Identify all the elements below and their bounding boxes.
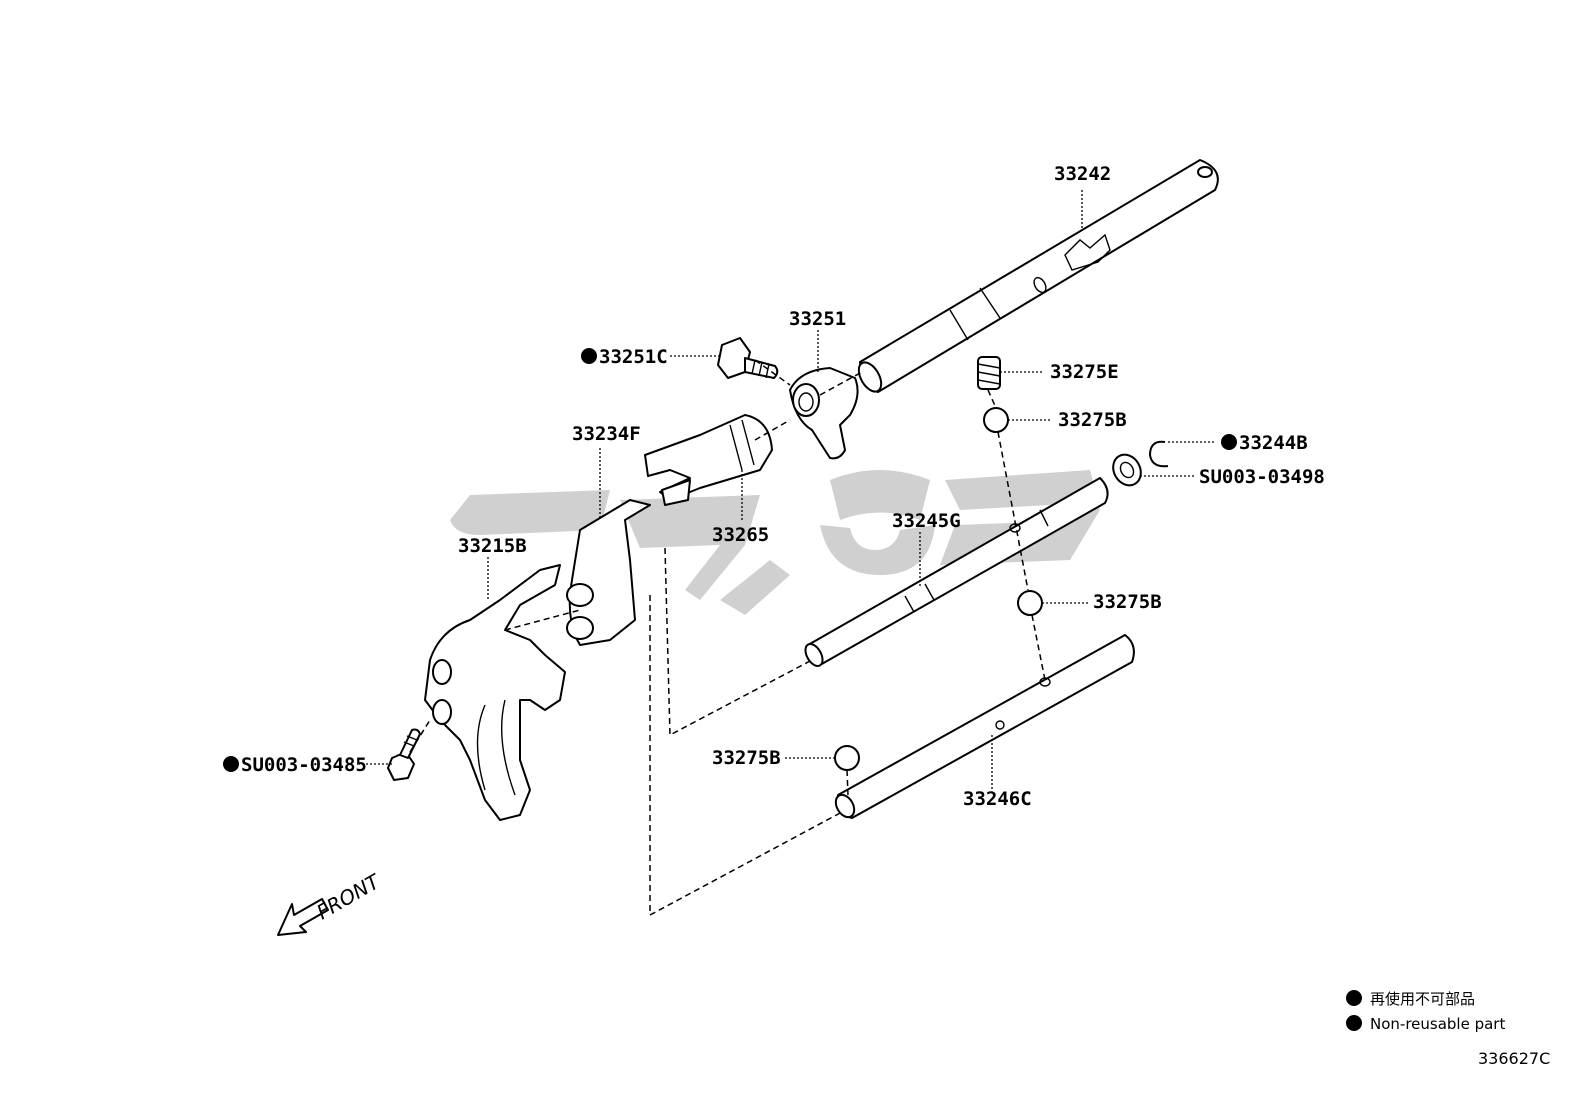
label-33215B: 33215B [458, 535, 527, 557]
front-label: FRONT [313, 868, 386, 924]
label-33234F: 33234F [572, 423, 641, 445]
assembly-lines [409, 359, 1046, 917]
part-labels: 33242 33251 33251C 33275E 33275B 33244B … [223, 163, 1325, 810]
legend-bullet-icon [1346, 990, 1362, 1006]
leader-lines [358, 190, 1216, 790]
part-33275B-ball-upper [983, 407, 1009, 433]
label-33275B-lower: 33275B [712, 747, 781, 769]
watermark-logo [450, 470, 1100, 615]
legend-japanese: 再使用不可部品 [1370, 990, 1475, 1008]
label-SU003-03485: SU003-03485 [241, 754, 367, 776]
legend-english: Non-reusable part [1370, 1015, 1505, 1033]
part-33275B-ball-middle [1017, 590, 1043, 616]
part-33246C-shaft [834, 634, 1135, 819]
part-33265-bracket [644, 414, 773, 506]
label-33265: 33265 [712, 524, 769, 546]
part-SU003-03498-washer [1112, 453, 1142, 487]
label-33242: 33242 [1054, 163, 1111, 185]
label-33251: 33251 [789, 308, 846, 330]
front-direction: FRONT [277, 868, 386, 936]
front-arrow-icon [277, 898, 329, 936]
label-33251C: 33251C [599, 346, 668, 368]
part-33215B-fork [424, 564, 566, 821]
label-33245G: 33245G [892, 510, 961, 532]
diagram-id: 336627C [1478, 1049, 1550, 1068]
legend: 再使用不可部品 Non-reusable part [1346, 990, 1505, 1033]
label-33275B-upper: 33275B [1058, 409, 1127, 431]
part-33234F-plate [566, 499, 651, 646]
non-reusable-marker-SU003-03485 [223, 756, 239, 772]
part-33244B-clip [1149, 440, 1169, 468]
part-33251C-bolt [717, 337, 779, 379]
non-reusable-marker-33251C [581, 348, 597, 364]
label-SU003-03498: SU003-03498 [1199, 466, 1325, 488]
part-33275B-ball-lower [834, 745, 860, 771]
label-33275E: 33275E [1050, 361, 1119, 383]
label-33275B-middle: 33275B [1093, 591, 1162, 613]
non-reusable-marker-33244B [1221, 434, 1237, 450]
label-33244B: 33244B [1239, 432, 1308, 454]
part-33242-shaft [857, 159, 1219, 393]
part-33251-bracket [789, 367, 859, 460]
label-33246C: 33246C [963, 788, 1032, 810]
part-SU003-03485-bolt [387, 728, 421, 781]
part-33275E-spring [977, 356, 1001, 390]
legend-bullet-icon [1346, 1015, 1362, 1031]
